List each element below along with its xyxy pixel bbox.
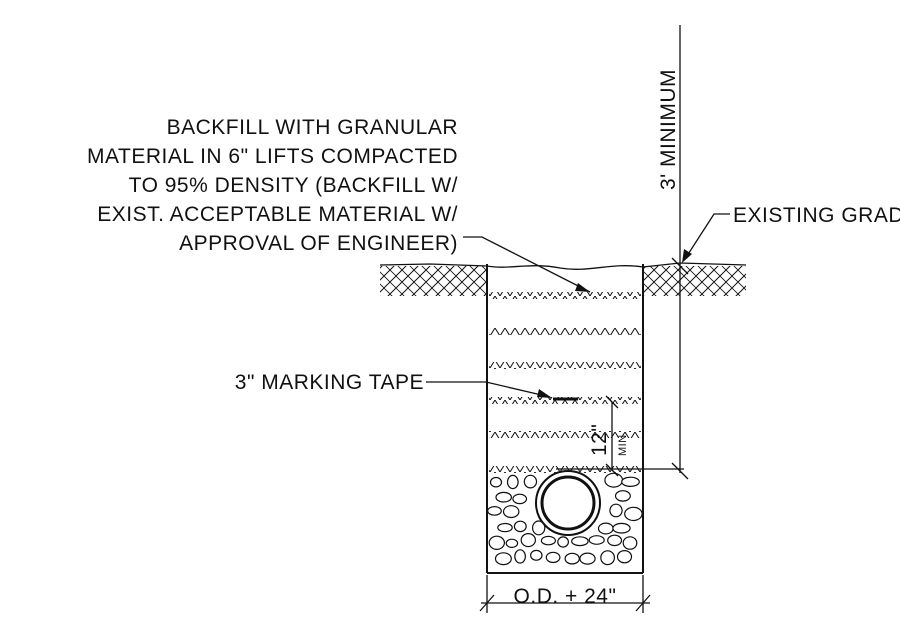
gravel-stone (512, 493, 528, 505)
existing-grade-arrowhead (682, 249, 692, 263)
gravel-stone (609, 503, 623, 518)
gravel-stone (621, 476, 640, 487)
gravel-stone (495, 491, 512, 503)
existing-ground-right (642, 262, 747, 296)
tape-depth-tick-top (605, 395, 619, 409)
backfill-leader (463, 236, 591, 293)
gravel-stone (502, 505, 520, 519)
gravel-stone (523, 474, 538, 489)
gravel-stone (588, 535, 605, 545)
width-tick-left (479, 594, 495, 612)
marking-tape-arrowhead (537, 389, 552, 398)
backfill-note-line-2: MATERIAL IN 6" LIFTS COMPACTED (87, 145, 458, 168)
gravel-stone (612, 522, 631, 534)
pipe (535, 470, 601, 536)
gravel-stone (489, 476, 503, 488)
gravel-stone (607, 534, 623, 547)
gravel-stone (557, 536, 569, 548)
gravel-stone (487, 506, 502, 516)
gravel-stone (600, 550, 615, 566)
gravel-bedding (487, 472, 643, 566)
width-tick-right (635, 594, 651, 612)
existing-ground-left (379, 263, 488, 296)
existing-grade-label: EXISTING GRAD (733, 204, 900, 227)
marking-tape-label: 3" MARKING TAPE (235, 371, 424, 394)
gravel-stone (532, 520, 546, 536)
gravel-stone (622, 536, 638, 550)
backfill-note-line-1: BACKFILL WITH GRANULAR (167, 116, 458, 139)
existing-grade-leader (684, 213, 730, 260)
gravel-stone (505, 538, 519, 549)
gravel-stone (514, 549, 526, 564)
gravel-stone (597, 522, 614, 535)
backfill-note-line-4: EXIST. ACCEPTABLE MATERIAL W/ (97, 203, 458, 226)
gravel-stone (506, 474, 519, 490)
tape-depth-tick-bottom (605, 463, 619, 477)
grade-line-over-trench (486, 265, 644, 270)
gravel-stone (579, 552, 596, 565)
gravel-stone (529, 549, 543, 561)
cover-dimension-tick-bottom (671, 462, 689, 480)
backfill-note-line-3: TO 95% DENSITY (BACKFILL W/ (129, 174, 458, 197)
tape-depth-min-label: MIN. (617, 431, 629, 456)
gravel-stone (564, 552, 580, 565)
gravel-stone (614, 490, 631, 502)
trench-width-label: O.D. + 24" (514, 585, 617, 608)
cover-dimension-tick-top (671, 257, 689, 275)
gravel-stone (616, 550, 633, 564)
gravel-stone (520, 532, 537, 548)
gravel-stone (571, 536, 589, 547)
gravel-stone (624, 506, 643, 522)
marking-tape-leader (426, 381, 551, 398)
backfill-arrowhead (575, 283, 590, 292)
backfill-note-line-5: APPROVAL OF ENGINEER) (179, 232, 458, 255)
gravel-stone (540, 535, 557, 546)
gravel-stone (494, 552, 512, 566)
gravel-stone (488, 535, 505, 551)
gravel-stone (604, 472, 624, 488)
backfill-note: BACKFILL WITH GRANULAR MATERIAL IN 6" LI… (87, 116, 458, 255)
tape-depth-label: 12" (588, 424, 611, 456)
cover-minimum-label: 3' MINIMUM (657, 69, 680, 190)
gravel-stone (513, 520, 527, 533)
gravel-stone (545, 551, 561, 564)
gravel-stone (497, 522, 513, 533)
